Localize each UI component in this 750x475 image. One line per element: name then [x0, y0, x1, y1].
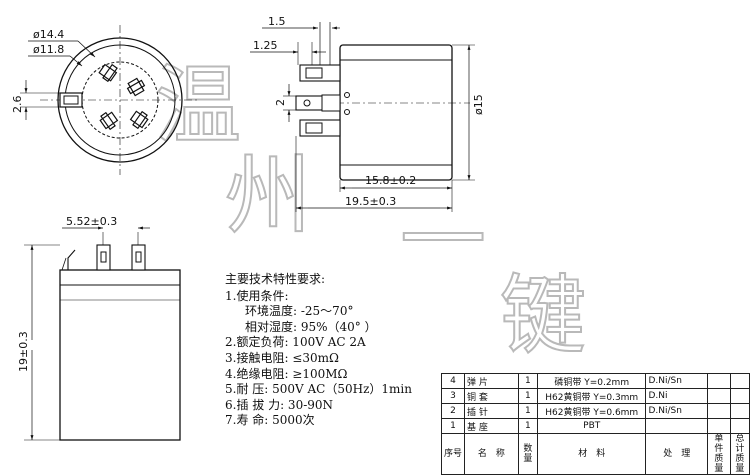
bom-name: 弹 片: [464, 373, 519, 389]
bom-process: D.Ni/Sn: [645, 403, 709, 419]
specs-title: 主要技术特性要求:: [225, 272, 326, 286]
dim-body-diameter: ø15: [472, 94, 485, 115]
table-row: 4 弹 片 1 磷铜带 Y=0.2mm D.Ni/Sn: [440, 373, 750, 389]
dim-key-width: 2.6: [11, 96, 24, 114]
bom-material: H62黄铜带 Y=0.3mm: [536, 388, 647, 404]
tech-specs: 主要技术特性要求: 1.使用条件: 环境温度: -25～70° 相对湿度: 95…: [225, 272, 440, 429]
end-view: [20, 25, 200, 175]
bom-qty: 1: [517, 418, 539, 434]
bom-header-total-weight: 总计质量: [729, 433, 750, 475]
spec-item: 6.插 拔 力: 30-90N: [225, 397, 334, 412]
table-row: 1 基 座 1 PBT: [440, 418, 750, 434]
dim-total-length: 19.5±0.3: [345, 195, 396, 208]
dim-pin-thickness: 1.25: [253, 39, 278, 52]
bom-no: 1: [440, 418, 466, 434]
table-header-row: 序号 名 称 数量 材 料 处 理 单件质量 总计质量: [440, 433, 750, 475]
table-row: 3 铜 套 1 H62黄铜带 Y=0.3mm D.Ni: [440, 388, 750, 404]
spec-item: 3.接触电阻: ≤30mΩ: [225, 350, 339, 365]
bom-qty: 1: [517, 403, 539, 419]
dim-pin-spacing: 2: [274, 99, 287, 106]
spec-item: 2.额定负荷: 100V AC 2A: [225, 335, 366, 350]
dim-pin-offset: 1.5: [268, 15, 286, 28]
watermark-char-2: 州: [225, 146, 311, 246]
spec-item: 1.使用条件:: [225, 288, 289, 303]
table-row: 2 插 针 1 H62黄铜带 Y=0.6mm D.Ni/Sn: [440, 403, 750, 419]
bom-name: 铜 套: [464, 388, 519, 404]
watermark-char-3: 一: [400, 191, 486, 291]
dim-pin-center: 5.52±0.3: [66, 215, 117, 228]
bom-process: D.Ni/Sn: [645, 373, 709, 389]
bom-no: 4: [440, 373, 466, 389]
bom-process: [645, 418, 709, 434]
spec-item: 5.耐 压: 500V AC（50Hz）1min: [225, 382, 412, 397]
spec-item: 环境温度: -25～70°: [245, 304, 354, 319]
bom-header-unit-weight: 单件质量: [707, 433, 731, 475]
bom-table: 4 弹 片 1 磷铜带 Y=0.2mm D.Ni/Sn 3 铜 套 1 H62黄…: [440, 373, 750, 475]
bom-qty: 1: [517, 388, 539, 404]
spec-item: 4.绝缘电阻: ≥100MΩ: [225, 366, 348, 381]
dim-height: 19±0.3: [17, 331, 30, 372]
bom-material: 磷铜带 Y=0.2mm: [536, 373, 647, 389]
bom-no: 2: [440, 403, 466, 419]
technical-drawing: 温 州 一 键 ø14.: [11, 15, 587, 441]
watermark-char-4: 键: [500, 266, 586, 366]
front-view: [24, 226, 181, 441]
watermark-char-1: 温: [155, 56, 241, 156]
bom-material: PBT: [536, 418, 647, 434]
dim-body-length: 15.8±0.2: [365, 174, 416, 187]
bom-material: H62黄铜带 Y=0.6mm: [536, 403, 647, 419]
watermark: 温 州 一 键: [154, 55, 587, 367]
bom-header-material: 材 料: [536, 433, 647, 475]
dim-outer-diameter: ø14.4: [33, 28, 64, 41]
bom-no: 3: [440, 388, 466, 404]
bom-name: 基 座: [464, 418, 519, 434]
bom-header-qty: 数量: [517, 433, 539, 475]
bom-header-no: 序号: [440, 433, 466, 475]
side-view: [250, 22, 475, 212]
bom-qty: 1: [517, 373, 539, 389]
spec-item: 7.寿 命: 5000次: [225, 413, 315, 428]
bom-process: D.Ni: [645, 388, 709, 404]
bom-header-process: 处 理: [645, 433, 709, 475]
spec-item: 相对湿度: 95%（40° ）: [245, 319, 377, 334]
bom-name: 插 针: [464, 403, 519, 419]
bom-header-name: 名 称: [464, 433, 519, 475]
dim-inner-diameter: ø11.8: [33, 43, 64, 56]
